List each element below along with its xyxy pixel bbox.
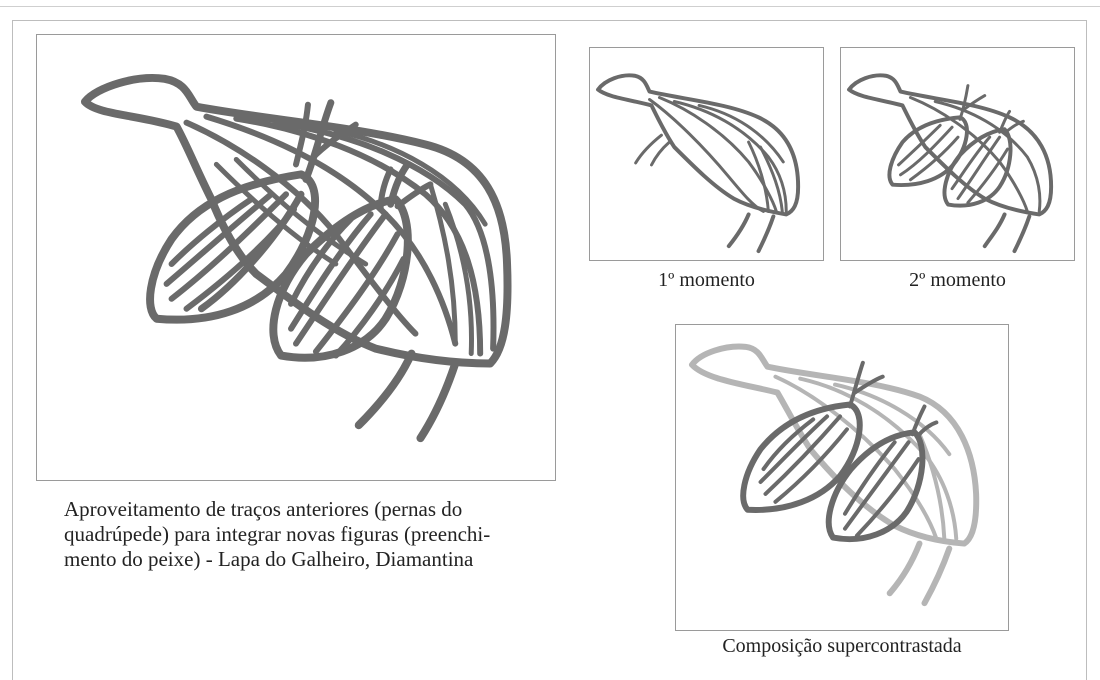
moment1-caption: 1º momento [589,268,824,293]
leg [729,214,749,246]
moment1-drawing [590,48,823,260]
leg [890,544,920,594]
composition-caption: Composição supercontrastada [640,634,1044,659]
composition-panel [675,324,1009,631]
main-drawing-panel [36,34,556,481]
main-caption-line: mento do peixe) - Lapa do Galheiro, Diam… [64,547,532,572]
main-caption: Aproveitamento de traços anteriores (per… [64,497,532,572]
top-rule [0,0,1100,7]
composition-drawing [676,325,1008,630]
moment2-drawing [841,48,1074,260]
leg [1014,216,1029,251]
main-caption-line: Aproveitamento de traços anteriores (per… [64,497,532,522]
leg [359,354,412,426]
leg [759,216,774,251]
moment2-caption: 2º momento [840,268,1075,293]
moment1-panel [589,47,824,261]
leg [924,549,949,604]
main-drawing [37,35,555,480]
moment2-panel [840,47,1075,261]
leg [985,214,1005,246]
main-caption-line: quadrúpede) para integrar novas figuras … [64,522,532,547]
leg [420,364,455,439]
